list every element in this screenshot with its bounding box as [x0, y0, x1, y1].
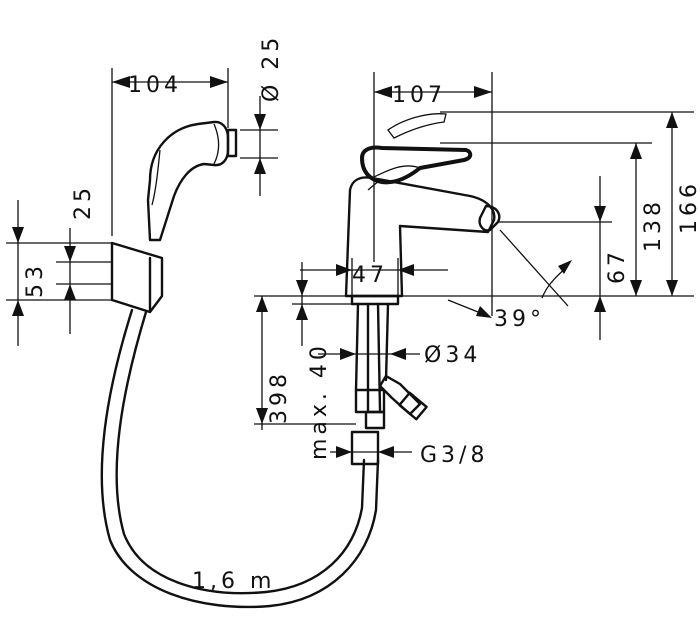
- shower-hose: [100, 308, 380, 609]
- label-104: 104: [128, 73, 182, 98]
- label-g3-8: G3/8: [420, 443, 488, 468]
- label-138: 138: [641, 198, 666, 252]
- supply-pipes: [350, 302, 428, 466]
- label-67: 67: [605, 248, 630, 284]
- hose-holder: [110, 241, 164, 314]
- hand-shower: [146, 120, 238, 242]
- label-diameter-25: Ø 25: [259, 34, 284, 102]
- label-diameter-34: Ø34: [424, 343, 481, 368]
- label-47: 47: [352, 263, 388, 288]
- label-39-deg: 39°: [494, 307, 545, 332]
- label-25: 25: [71, 184, 96, 220]
- label-107: 107: [392, 83, 446, 108]
- label-hose-length: 1,6 m: [192, 569, 275, 594]
- label-166: 166: [677, 180, 700, 234]
- dimension-lines: [6, 68, 694, 458]
- label-max-40: max. 40: [307, 342, 332, 460]
- dimension-labels: 104 Ø 25 53 25 107 138 166 67 47 39° 398…: [23, 34, 700, 594]
- label-398: 398: [267, 370, 292, 424]
- label-53: 53: [23, 262, 48, 298]
